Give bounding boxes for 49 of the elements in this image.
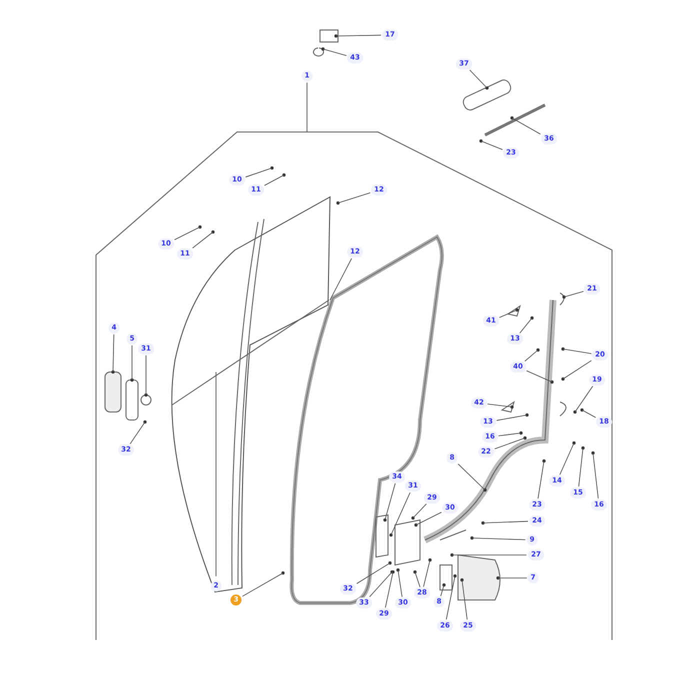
leader-line xyxy=(498,432,522,436)
leader-line xyxy=(384,482,396,520)
leader-line xyxy=(562,360,592,380)
leader-line xyxy=(356,562,390,584)
leader-line xyxy=(369,572,392,598)
leader-line xyxy=(462,580,468,620)
leader-line xyxy=(480,140,503,150)
leader-line xyxy=(562,348,592,354)
leader-line xyxy=(496,414,528,421)
leader-line xyxy=(582,410,596,418)
leader-line xyxy=(384,572,394,608)
leader-line xyxy=(414,572,420,588)
leader-line xyxy=(412,504,427,518)
leader-line xyxy=(423,560,430,588)
leader-line xyxy=(338,192,371,204)
leader-line xyxy=(469,70,488,88)
leader-line xyxy=(519,318,532,334)
leader-line xyxy=(130,422,146,444)
leader-line xyxy=(245,168,272,178)
leader-line xyxy=(416,512,442,526)
leader-line xyxy=(487,404,512,408)
leader-line xyxy=(512,118,541,135)
leader-line xyxy=(446,576,456,620)
leader-line xyxy=(458,464,486,490)
leader-line xyxy=(322,48,347,56)
leader-line xyxy=(526,370,552,382)
leader-line xyxy=(592,452,599,499)
leader-line xyxy=(336,34,382,36)
leader-line xyxy=(306,82,308,132)
leader-line xyxy=(398,570,402,598)
leader-line xyxy=(574,386,594,412)
leader-line xyxy=(242,572,284,597)
leader-line xyxy=(192,232,214,248)
leader-line xyxy=(538,460,544,500)
leader-line xyxy=(440,584,444,597)
leader-line xyxy=(559,442,574,476)
leader-line xyxy=(494,438,526,450)
leader-line xyxy=(524,350,538,362)
leader-line xyxy=(564,291,584,298)
leader-line xyxy=(330,258,352,300)
leader-line xyxy=(472,538,526,540)
leader-line xyxy=(578,448,584,487)
leader-line xyxy=(112,334,114,372)
leader-line xyxy=(174,226,200,240)
leader-line xyxy=(482,520,528,524)
leader-line xyxy=(390,492,410,536)
leader-line xyxy=(264,174,284,186)
leader-line xyxy=(452,554,527,556)
leader-line xyxy=(499,310,518,318)
